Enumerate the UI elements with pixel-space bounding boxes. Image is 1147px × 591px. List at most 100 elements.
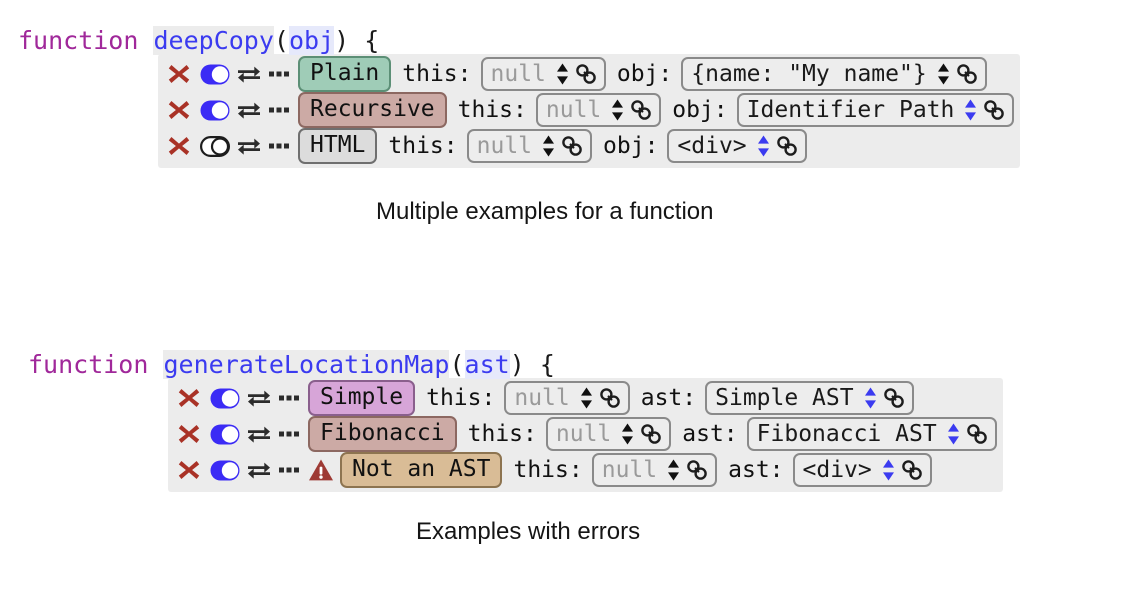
- swap-icon[interactable]: [247, 424, 271, 444]
- chain-link-icon[interactable]: [956, 63, 978, 85]
- stepper-arrows-icon[interactable]: [947, 422, 960, 446]
- example-name-chip[interactable]: HTML: [298, 128, 378, 164]
- delete-example-icon[interactable]: [166, 133, 192, 159]
- field-value: null: [545, 96, 602, 123]
- value-field[interactable]: null: [466, 129, 593, 163]
- chain-link-icon[interactable]: [599, 387, 621, 409]
- more-dots-icon[interactable]: [268, 65, 290, 83]
- field-value: Simple AST: [715, 384, 854, 411]
- stepper-arrows-icon[interactable]: [864, 386, 877, 410]
- toggle-on-icon[interactable]: [200, 64, 230, 85]
- chain-link-icon[interactable]: [686, 459, 708, 481]
- swap-icon[interactable]: [247, 460, 271, 480]
- stepper-arrows-icon[interactable]: [757, 134, 770, 158]
- example-name-chip[interactable]: Plain: [298, 56, 392, 92]
- value-field[interactable]: Identifier Path: [736, 93, 1015, 127]
- chain-link-icon[interactable]: [630, 99, 652, 121]
- example-name-chip[interactable]: Fibonacci: [308, 416, 457, 452]
- more-dots-icon[interactable]: [278, 461, 300, 479]
- toggle-off-icon[interactable]: [200, 135, 230, 157]
- example-name-chip[interactable]: Simple: [308, 380, 416, 416]
- swap-icon[interactable]: [247, 388, 271, 408]
- field-value: <div>: [677, 132, 747, 159]
- stepper-arrows-icon[interactable]: [621, 422, 634, 446]
- example-name-chip[interactable]: Recursive: [298, 92, 447, 128]
- field-label: obj:: [603, 133, 659, 159]
- field-value: <div>: [802, 456, 872, 483]
- swap-icon[interactable]: [237, 64, 261, 84]
- function-parameter: ast: [464, 350, 510, 379]
- chain-link-icon[interactable]: [983, 99, 1005, 121]
- value-field[interactable]: <div>: [792, 453, 932, 487]
- toggle-on-icon[interactable]: [210, 388, 240, 409]
- example-name-chip[interactable]: Not an AST: [340, 452, 503, 488]
- chain-link-icon[interactable]: [561, 135, 583, 157]
- more-dots-icon[interactable]: [268, 137, 290, 155]
- function-name: generateLocationMap: [163, 350, 450, 379]
- more-dots-icon[interactable]: [278, 425, 300, 443]
- value-field[interactable]: Simple AST: [705, 381, 914, 415]
- value-field[interactable]: Fibonacci AST: [746, 417, 997, 451]
- delete-example-icon[interactable]: [166, 97, 192, 123]
- value-field[interactable]: null: [545, 417, 672, 451]
- stepper-arrows-icon[interactable]: [667, 458, 680, 482]
- chain-link-icon[interactable]: [640, 423, 662, 445]
- delete-example-icon[interactable]: [176, 385, 202, 411]
- toggle-on-icon[interactable]: [200, 100, 230, 121]
- field-label: obj:: [672, 97, 728, 123]
- function-signature: function generateLocationMap(ast) {: [0, 348, 1147, 382]
- more-dots-icon[interactable]: [268, 101, 290, 119]
- function-signature: function deepCopy(obj) {: [0, 24, 1147, 58]
- toggle-on-icon[interactable]: [210, 460, 240, 481]
- more-dots-icon[interactable]: [278, 389, 300, 407]
- chain-link-icon[interactable]: [575, 63, 597, 85]
- toggle-on-icon[interactable]: [210, 424, 240, 445]
- swap-icon[interactable]: [237, 136, 261, 156]
- field-value: null: [514, 384, 570, 411]
- field-value: null: [476, 132, 533, 159]
- chain-link-icon[interactable]: [883, 387, 905, 409]
- examples-list: Simple this: null ast: Simple AST Fibonacci th…: [168, 378, 1003, 492]
- stepper-arrows-icon[interactable]: [556, 62, 569, 86]
- stepper-arrows-icon[interactable]: [611, 98, 624, 122]
- chain-link-icon[interactable]: [776, 135, 798, 157]
- function-example-block: function generateLocationMap(ast) {Simpl…: [0, 348, 1147, 492]
- value-field[interactable]: <div>: [667, 129, 807, 163]
- swap-icon[interactable]: [237, 100, 261, 120]
- example-row[interactable]: Not an AST this: null ast: <div>: [168, 452, 997, 488]
- field-label: ast:: [640, 385, 697, 411]
- stepper-arrows-icon[interactable]: [882, 458, 895, 482]
- stepper-arrows-icon[interactable]: [542, 134, 555, 158]
- delete-example-icon[interactable]: [176, 421, 202, 447]
- open-paren: (: [273, 26, 289, 55]
- field-label: this:: [467, 421, 537, 447]
- delete-example-icon[interactable]: [176, 457, 202, 483]
- warning-triangle-icon: [308, 458, 334, 482]
- field-label: this:: [426, 385, 496, 411]
- example-row[interactable]: Simple this: null ast: Simple AST: [168, 380, 997, 416]
- value-field[interactable]: null: [504, 381, 630, 415]
- value-field[interactable]: null: [480, 57, 606, 91]
- field-label: this:: [513, 457, 583, 483]
- block-caption: Multiple examples for a function: [376, 198, 714, 225]
- delete-example-icon[interactable]: [166, 61, 192, 87]
- chain-link-icon[interactable]: [966, 423, 988, 445]
- close-paren: ): [509, 350, 525, 379]
- stepper-arrows-icon[interactable]: [937, 62, 950, 86]
- block-caption: Examples with errors: [416, 518, 641, 545]
- field-label: ast:: [728, 457, 784, 483]
- stepper-arrows-icon[interactable]: [964, 98, 977, 122]
- chain-link-icon[interactable]: [901, 459, 923, 481]
- value-field[interactable]: null: [591, 453, 718, 487]
- value-field[interactable]: null: [535, 93, 662, 127]
- stepper-arrows-icon[interactable]: [580, 386, 593, 410]
- value-field[interactable]: {name: "My name"}: [681, 57, 987, 91]
- field-value: Identifier Path: [746, 96, 955, 123]
- signature-space: [138, 26, 153, 55]
